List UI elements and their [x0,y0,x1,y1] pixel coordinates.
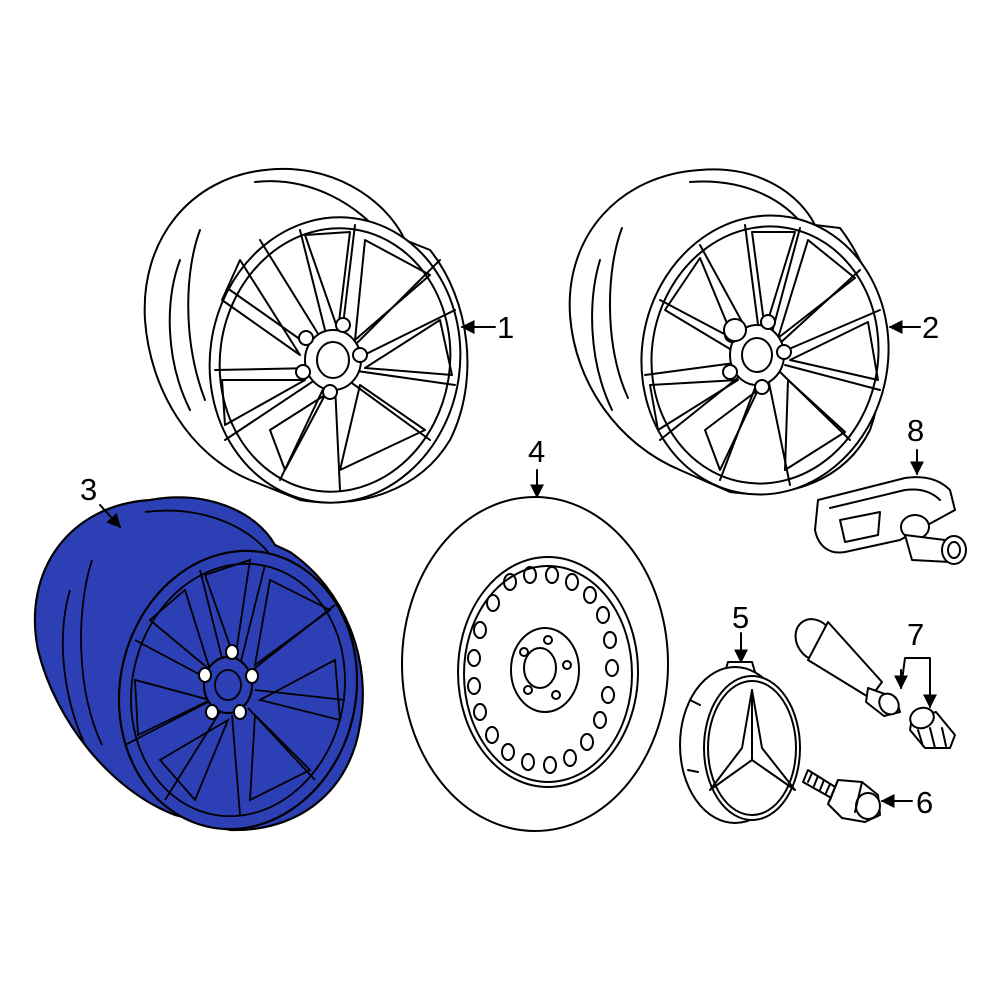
valve-cap-part-7[interactable] [907,704,956,749]
callout-5: 5 [732,600,749,635]
callout-1: 1 [497,310,514,345]
spare-wheel-part-4[interactable] [401,496,669,832]
callout-3: 3 [80,472,97,507]
callout-6: 6 [916,785,933,820]
center-cap-part-5[interactable] [679,661,801,824]
wheel-part-2[interactable] [568,168,911,514]
callout-4: 4 [528,434,545,469]
vent-holes [467,566,619,774]
valve-stem-part-7[interactable] [788,612,903,719]
callout-8: 8 [907,413,924,448]
lug-bolt-part-6[interactable] [802,769,881,823]
leader-lines [99,320,937,808]
wheel-part-3-highlighted[interactable] [33,496,383,851]
wheel-part-1[interactable] [143,167,479,519]
callout-7: 7 [907,617,924,652]
tpms-sensor-part-8[interactable] [814,476,967,565]
callout-2: 2 [922,310,939,345]
